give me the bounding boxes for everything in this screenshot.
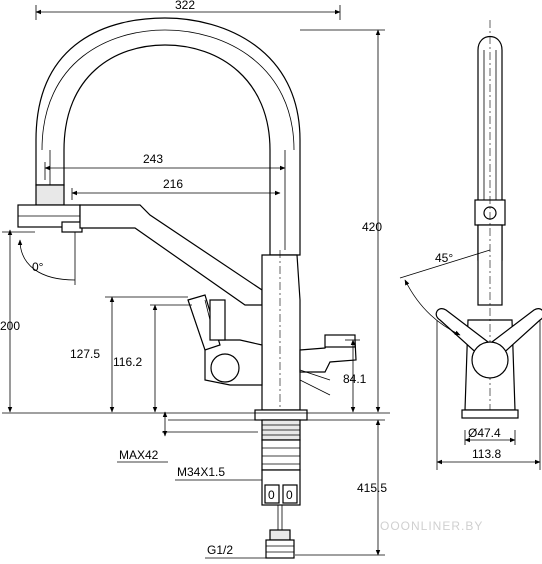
dim-84-1: 84.1 [343, 372, 367, 386]
g12-label: G1/2 [207, 543, 233, 557]
dim-243: 243 [143, 152, 163, 166]
front-dimensions: 322 243 216 420 0° 200 127.5 116.2 [0, 0, 390, 559]
dim-420: 420 [362, 220, 382, 234]
dim-0-deg: 0° [32, 260, 44, 274]
dim-127-5: 127.5 [70, 347, 100, 361]
dim-113-8: 113.8 [472, 447, 501, 461]
dim-415-5: 415.5 [357, 481, 387, 495]
hose-fitting [269, 529, 291, 541]
dim-322: 322 [175, 0, 195, 12]
dim-45-deg: 45° [435, 251, 453, 265]
max42-label: MAX42 [119, 448, 159, 462]
side-view: 45° Ø47.4 113.8 [399, 20, 542, 470]
outlet-b-label: 0 [286, 488, 293, 502]
spout-arc [35, 17, 301, 256]
dim-116-2: 116.2 [113, 355, 142, 369]
spout-head [35, 184, 65, 206]
filter-arm [79, 204, 263, 306]
outlet-a-label: 0 [268, 488, 275, 502]
dim-diameter: Ø47.4 [468, 426, 501, 440]
dim-200: 200 [0, 319, 20, 333]
m34-label: M34X1.5 [177, 465, 225, 479]
front-view: 0 0 [17, 17, 357, 559]
base-flange [254, 409, 308, 421]
dim-216: 216 [163, 177, 183, 191]
watermark: OOONLINER.BY [380, 519, 483, 533]
faucet-body [261, 254, 301, 411]
